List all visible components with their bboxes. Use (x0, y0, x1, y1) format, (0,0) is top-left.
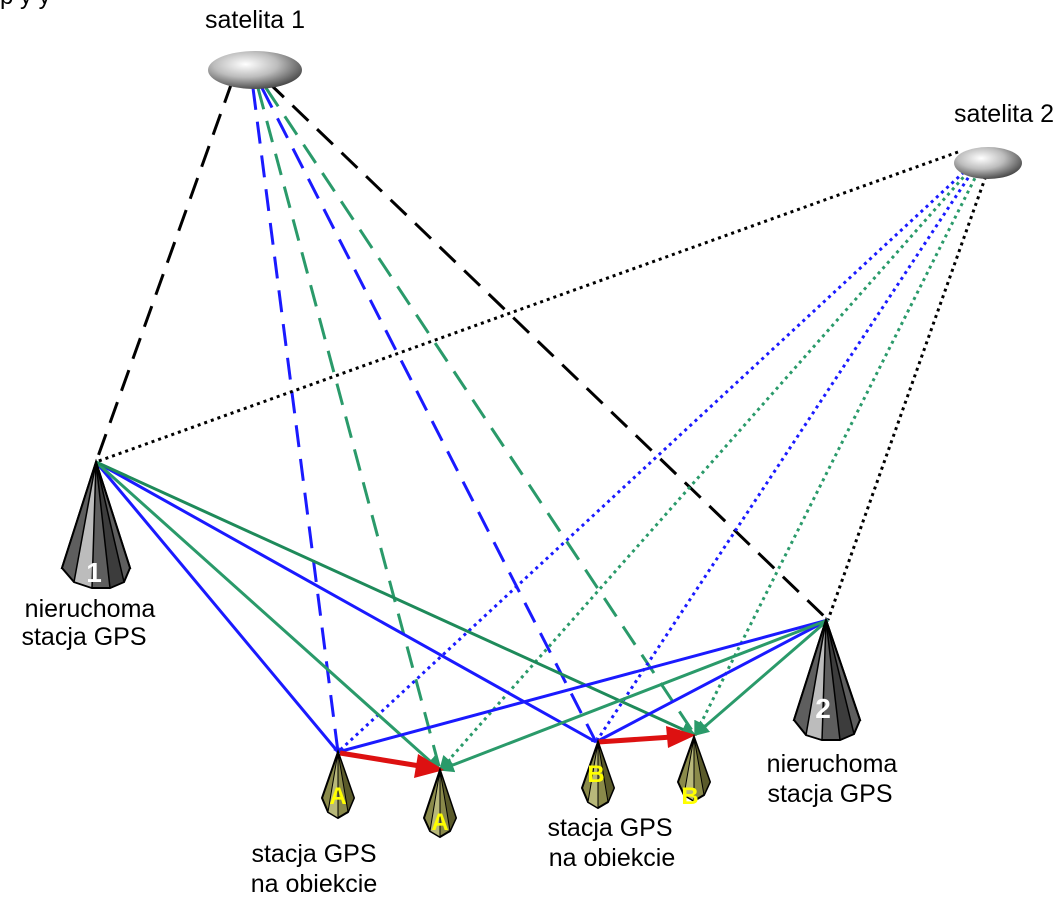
rover-b-position-2-letter: B (681, 783, 698, 810)
base-station-2: 2 nieruchoma stacja GPS (767, 616, 898, 808)
displacement-arrows (339, 726, 696, 778)
base2-to-roverB1-arrow (595, 618, 829, 744)
header-fragment: p y y (0, 0, 51, 10)
base-station-2-label-line2: stacja GPS (767, 780, 892, 808)
base2-to-roverA1-arrow (337, 618, 829, 754)
sat2-to-roverB2-line (693, 171, 980, 737)
base-station-1-number: 1 (86, 557, 102, 588)
sat1-to-roverA2-line (256, 87, 442, 771)
rover-b-position-2-icon (676, 734, 712, 803)
rover-b-label-line1: stacja GPS (547, 814, 672, 842)
sat1-to-roverB1-line (260, 87, 598, 743)
base-station-1-label-line1: nieruchoma (25, 595, 156, 623)
base-station-2-number: 2 (815, 693, 831, 724)
sat2-to-base1-line (95, 150, 959, 464)
satellite-2: satelita 2 (954, 100, 1054, 179)
base-station-1-icon (60, 458, 132, 590)
base-station-1: 1 nieruchoma stacja GPS (21, 458, 156, 651)
base1-to-roverA1-arrow (94, 461, 340, 753)
rover-a-position-2: A (422, 766, 458, 839)
sat1-to-roverA1-line (251, 87, 340, 753)
rover-a-position-1-letter: A (329, 783, 346, 810)
rover-a-position-2-icon (422, 766, 458, 839)
satellite-1-label: satelita 1 (205, 6, 305, 34)
base2-to-roverB2-arrow (693, 618, 829, 737)
rover-a-label-line1: stacja GPS (251, 840, 376, 868)
displacement-arrow-a (339, 750, 444, 778)
base-station-1-label-line2: stacja GPS (21, 623, 146, 651)
rover-a-label-line2: na obiekcie (251, 870, 377, 898)
sat2-to-roverA1-line (336, 170, 966, 754)
sat2-lines (95, 150, 990, 772)
rover-b-position-1-icon (580, 738, 616, 810)
sat1-to-base1-line (94, 81, 234, 463)
sat1-to-base2-line (266, 80, 830, 622)
base2-to-roverA2-arrow (438, 618, 829, 773)
sat2-to-roverB1-line (594, 171, 974, 743)
base1-arrows (94, 460, 697, 772)
base2-arrows (337, 618, 829, 773)
base1-to-roverA2-arrow (94, 460, 442, 772)
rover-b-position-1-letter: B (587, 761, 604, 788)
displacement-arrow-b (597, 726, 696, 748)
rover-a-position-1: A (320, 748, 356, 820)
base1-to-roverB2-arrow (95, 460, 697, 737)
sat2-to-base2-line (826, 169, 990, 621)
satellite-1-icon (208, 51, 302, 89)
sat1-to-roverB2-line (264, 87, 697, 736)
base-station-2-icon (792, 616, 862, 742)
satellite-2-icon (954, 147, 1022, 179)
base1-to-roverB1-arrow (95, 460, 597, 744)
satellite-2-label: satelita 2 (954, 100, 1054, 128)
rover-a-position-2-letter: A (431, 809, 448, 836)
rover-b-position-2: B (676, 734, 712, 810)
rover-b-position-1: B (580, 738, 616, 810)
rover-b-label-line2: na obiekcie (549, 844, 675, 872)
satellite-1: satelita 1 (205, 6, 305, 89)
base-station-2-label-line1: nieruchoma (767, 750, 898, 778)
rover-a-position-1-icon (320, 748, 356, 820)
